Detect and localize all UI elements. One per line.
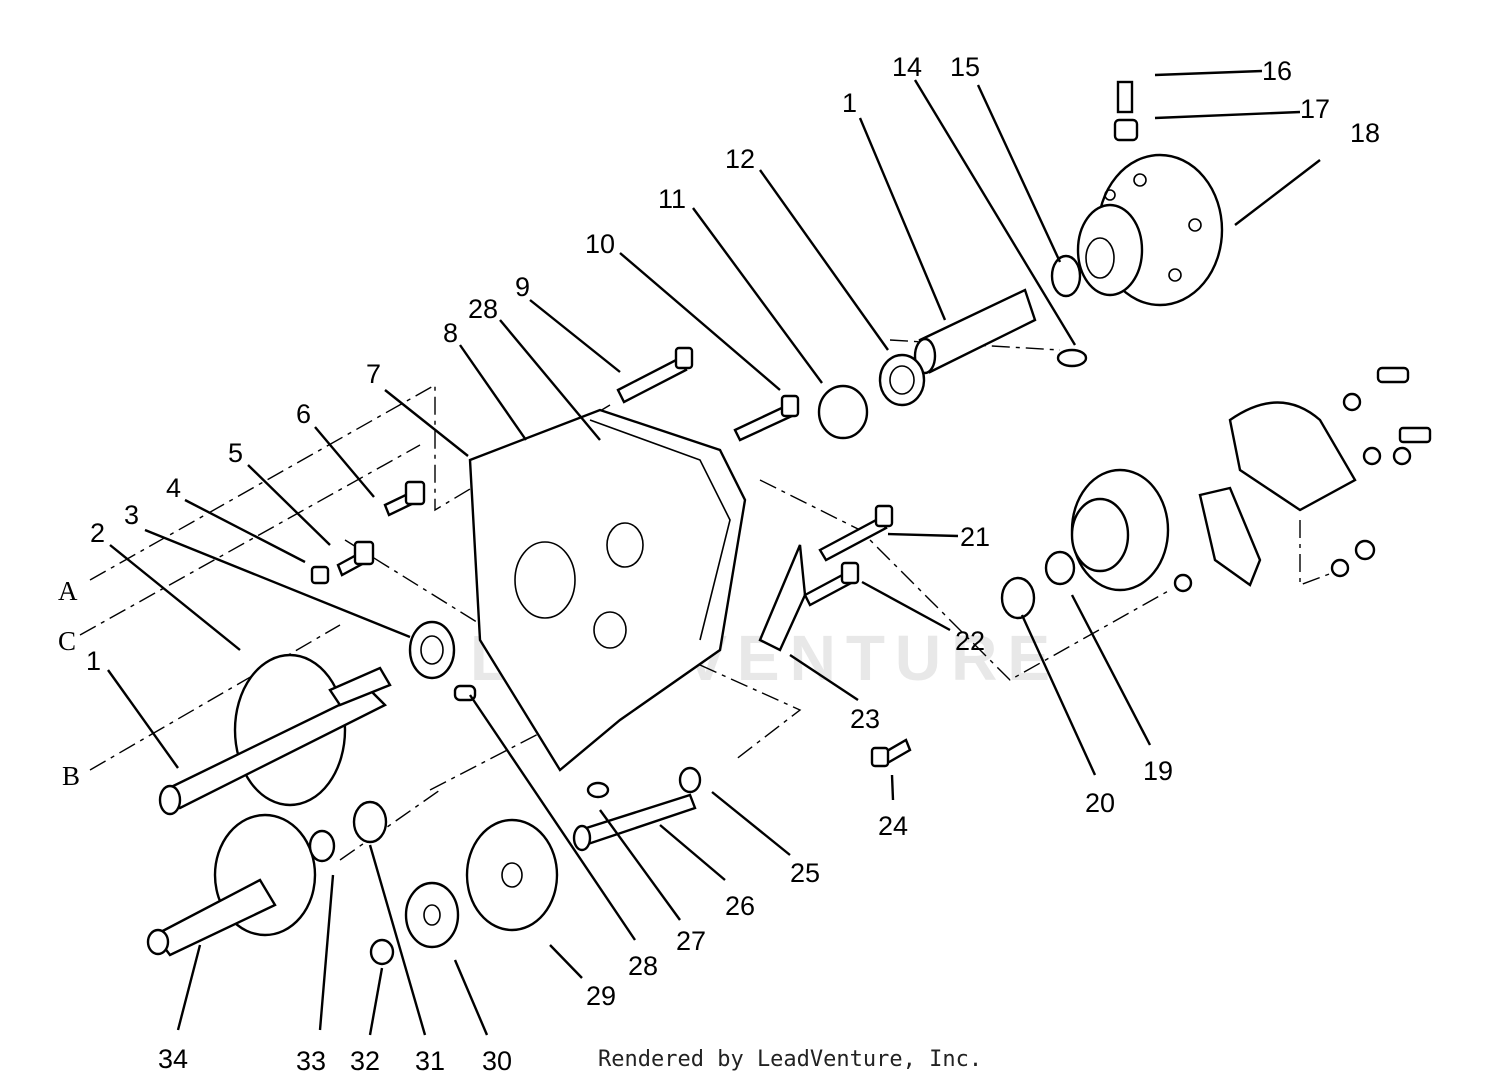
- callout-29: 29: [586, 981, 616, 1011]
- flange-shaft-part: [158, 653, 392, 816]
- bolt-21-part: [818, 516, 888, 562]
- gear-34-part: [146, 813, 317, 957]
- callout-19: 19: [1143, 756, 1173, 786]
- callout-21: 21: [960, 522, 990, 552]
- callout-31: 31: [415, 1046, 445, 1076]
- callout-10: 10: [585, 229, 615, 259]
- callout-17: 17: [1300, 94, 1330, 124]
- callout-3: 3: [124, 500, 139, 530]
- callout-22: 22: [955, 626, 985, 656]
- key-27-part: [586, 781, 610, 799]
- credit-text: Rendered by LeadVenture, Inc.: [598, 1047, 982, 1072]
- belt-guard-part: [1173, 366, 1432, 593]
- bolt-9-part: [616, 346, 694, 404]
- pulley-part: [1000, 468, 1170, 620]
- gear-30-part: [404, 881, 460, 949]
- callout-32: 32: [350, 1046, 380, 1076]
- callout-28-bottom: 28: [628, 951, 658, 981]
- bearing-3-part: [408, 620, 456, 680]
- washer-32-part: [369, 938, 395, 966]
- callout-27: 27: [676, 926, 706, 956]
- callout-7: 7: [366, 359, 381, 389]
- callout-16: 16: [1262, 56, 1292, 86]
- housing-part: [468, 408, 747, 772]
- callout-5: 5: [228, 438, 243, 468]
- reference-letter-c: C: [58, 626, 76, 656]
- callout-2: 2: [90, 518, 105, 548]
- callout-labels: 16 17 18 15 14 1 12 11 10 9 28 8 7 6 5 4…: [58, 52, 1380, 1076]
- callout-18: 18: [1350, 118, 1380, 148]
- reference-letter-b: B: [62, 761, 80, 791]
- callout-28-top: 28: [468, 294, 498, 324]
- callout-6: 6: [296, 399, 311, 429]
- callout-15: 15: [950, 52, 980, 82]
- bearing-12-part: [878, 353, 926, 407]
- bracket-23-part: [758, 544, 807, 652]
- callout-34: 34: [158, 1044, 188, 1074]
- callout-1-top: 1: [842, 88, 857, 118]
- washer-33-part: [308, 829, 336, 863]
- washer-15-part: [1050, 254, 1082, 298]
- hub-part: [1076, 153, 1224, 307]
- callout-1-left: 1: [86, 646, 101, 676]
- callout-33: 33: [296, 1046, 326, 1076]
- bolt-10-part: [733, 394, 800, 442]
- nut-4-part: [310, 565, 330, 585]
- callout-25: 25: [790, 858, 820, 888]
- callout-14: 14: [892, 52, 922, 82]
- callout-4: 4: [166, 473, 181, 503]
- callout-8: 8: [443, 318, 458, 348]
- washer-25-part: [678, 766, 702, 794]
- shaft-part: [913, 288, 1037, 375]
- gear-29-part: [465, 818, 559, 932]
- callout-30: 30: [482, 1046, 512, 1076]
- bolt-5-part: [336, 540, 375, 577]
- leader-lines: [107, 69, 1321, 1036]
- bearing-11-part: [817, 384, 869, 440]
- callout-24: 24: [878, 811, 908, 841]
- callout-26: 26: [725, 891, 755, 921]
- reference-letter-a: A: [58, 576, 78, 606]
- callout-20: 20: [1085, 788, 1115, 818]
- bolt-16-part: [1113, 80, 1139, 142]
- callout-23: 23: [850, 704, 880, 734]
- bearing-31-part: [352, 800, 388, 844]
- bolt-6-part: [383, 480, 426, 517]
- key-part: [1056, 348, 1088, 368]
- callout-11: 11: [658, 184, 686, 214]
- callout-9: 9: [515, 272, 530, 302]
- callout-12: 12: [725, 144, 755, 174]
- shaft-26-part: [578, 793, 697, 847]
